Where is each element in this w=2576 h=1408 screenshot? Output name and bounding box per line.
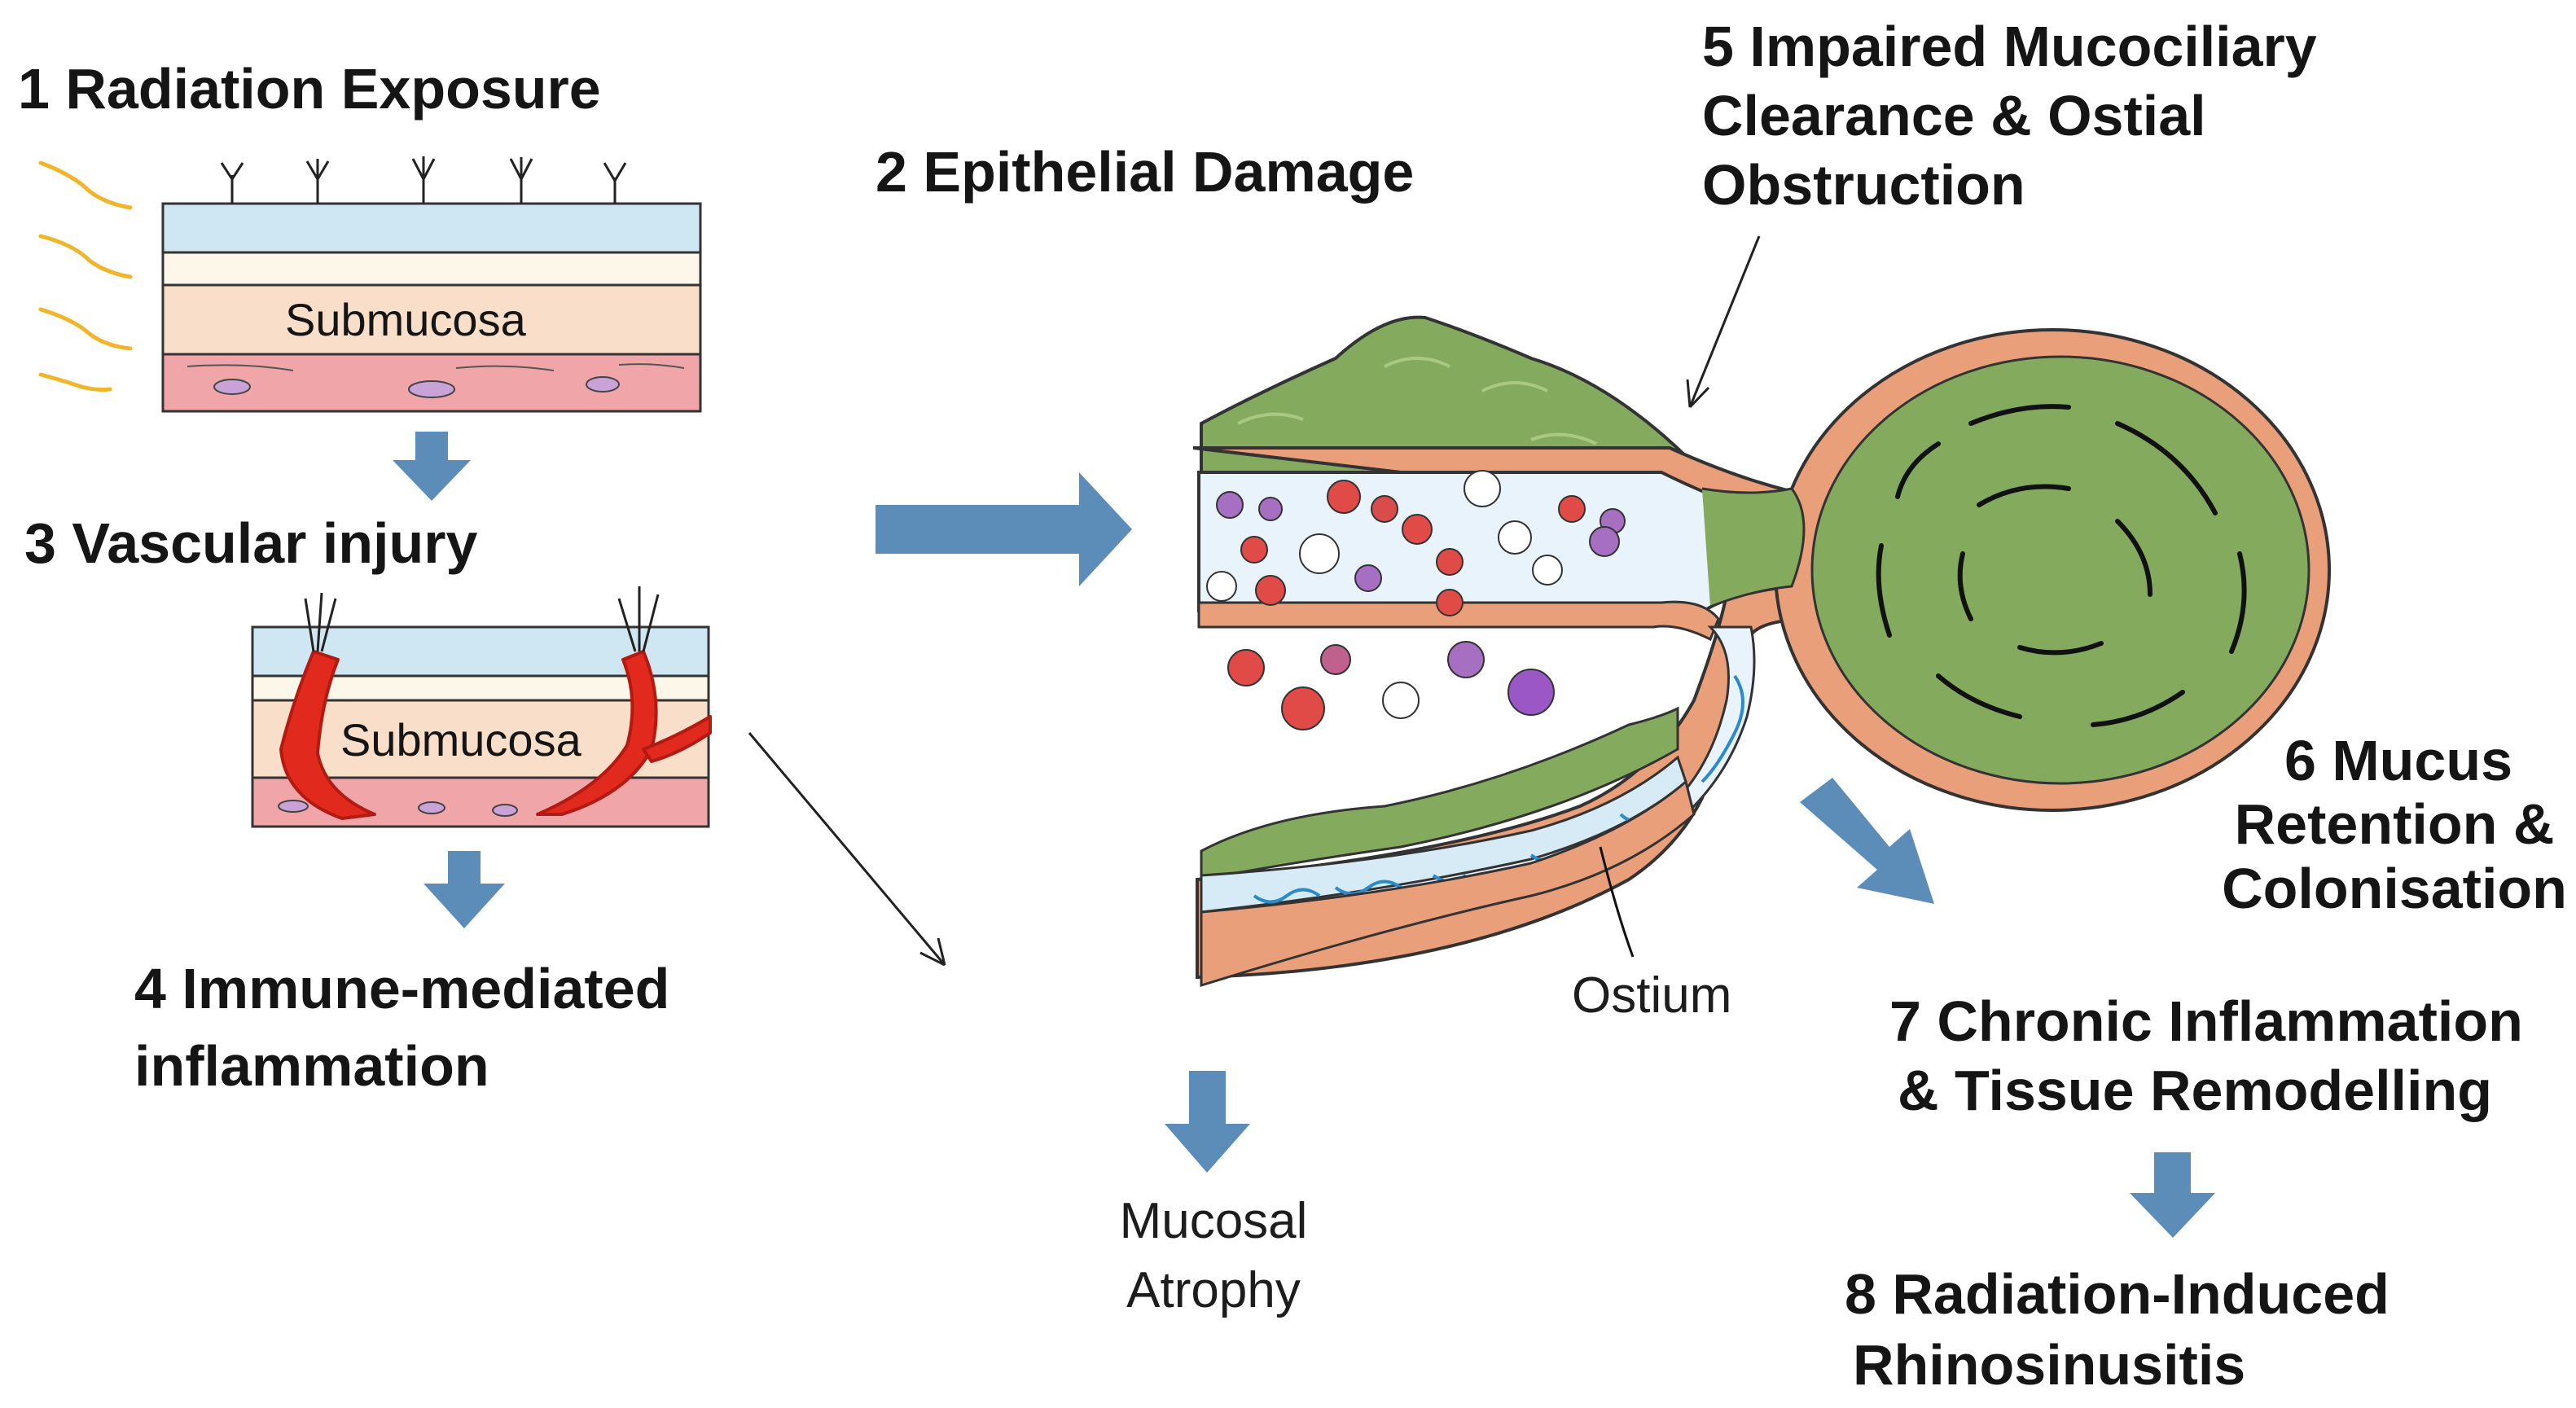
arrow-to-retention [1800,778,1934,904]
step-7-label-line1: 7 Chronic Inflammation [1889,989,2523,1053]
thin-arrow-to-sinus [748,732,946,967]
arrow-to-sinus [875,472,1132,586]
arrow-7-to-8 [2130,1152,2215,1238]
mucosal-atrophy-line1: Mucosal [1119,1193,1308,1249]
submucosa-label-top: Submucosa [285,294,526,345]
radiation-tissue-block [161,156,702,413]
radiation-waves [38,160,133,393]
arrow-3-to-4 [423,851,505,928]
sinus-illustration [1192,315,2331,988]
step-4-label-line1: 4 Immune-mediated [134,957,670,1020]
submucosa-label-vascular: Submucosa [340,714,581,765]
step-3-label: 3 Vascular injury [24,511,478,575]
step-5-label-line3: Obstruction [1702,153,2025,217]
pointer-arrow-5 [1686,235,1761,409]
step-8-label-line2: Rhinosinusitis [1853,1333,2246,1397]
step-5-label-line1: 5 Impaired Mucociliary [1702,15,2317,78]
step-4-label-line2: inflammation [134,1034,489,1098]
step-7-label-line2: & Tissue Remodelling [1898,1059,2492,1122]
arrow-1-to-3 [393,432,471,501]
damaged-vessels [279,650,712,820]
step-5-label-line2: Clearance & Ostial [1702,84,2206,147]
step-2-label: 2 Epithelial Damage [875,140,1415,204]
step-6-label-line1: 6 Mucus [2284,729,2513,792]
mucosal-atrophy-line2: Atrophy [1126,1262,1301,1318]
vascular-tissue-block [251,586,712,828]
step-1-label: 1 Radiation Exposure [18,57,601,121]
ostium-label: Ostium [1572,967,1732,1024]
step-6-label-line3: Colonisation [2222,857,2567,920]
arrow-to-atrophy [1165,1071,1250,1173]
step-8-label-line1: 8 Radiation-Induced [1845,1262,2389,1326]
step-6-label-line2: Retention & [2234,792,2555,856]
ostium-pointer [1599,846,1635,958]
